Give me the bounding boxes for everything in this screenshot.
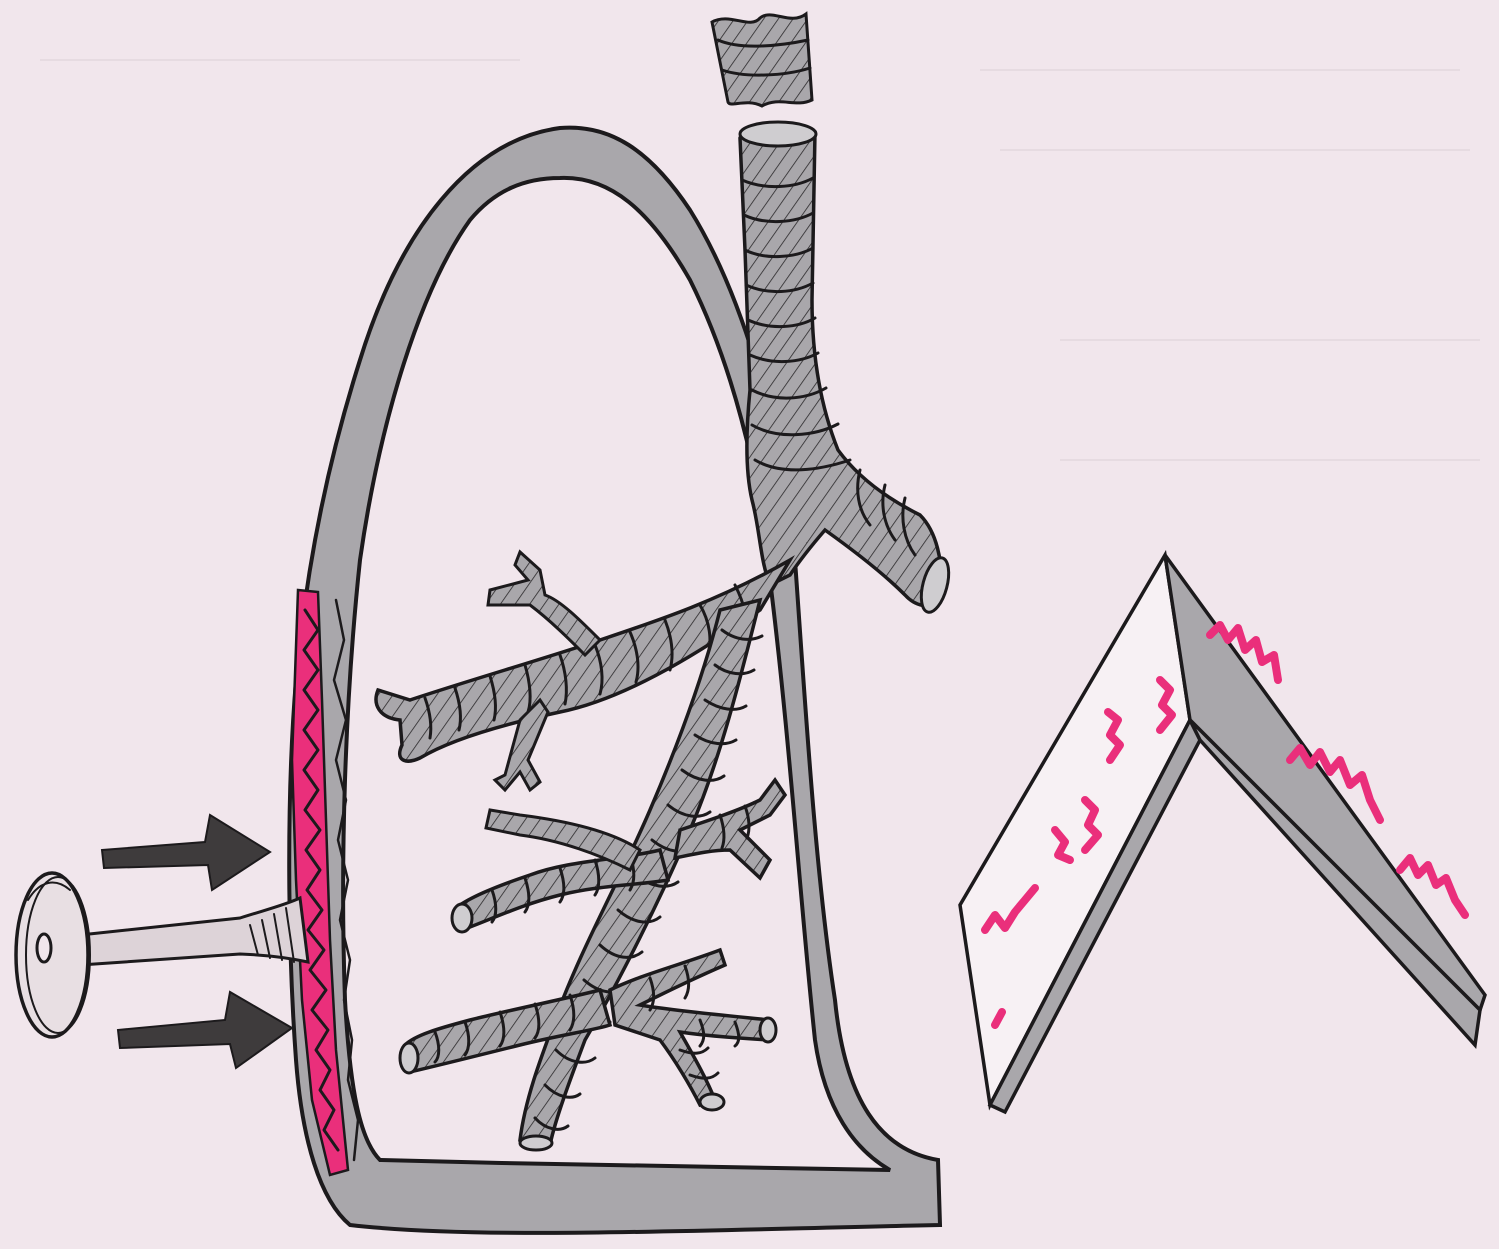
arrow-upper-icon [102, 815, 270, 890]
trachea [740, 122, 954, 615]
trachea-ring-fragment [712, 14, 812, 106]
arrow-lower-icon [118, 992, 292, 1068]
folded-tissue-slab [960, 555, 1485, 1112]
bronchial-tree [376, 552, 790, 1150]
